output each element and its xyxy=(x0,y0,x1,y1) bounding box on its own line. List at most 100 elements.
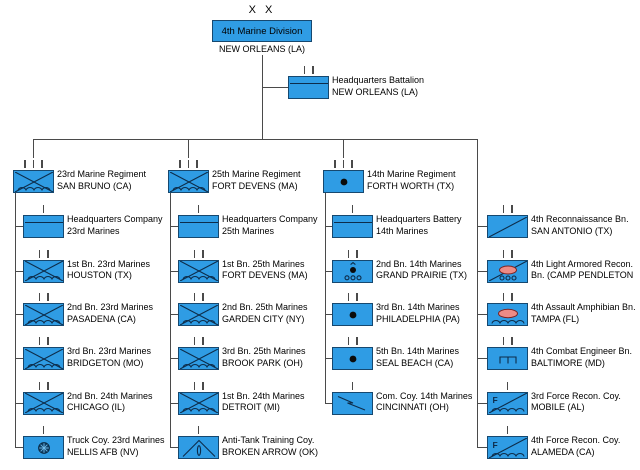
unit-label: 4th Combat Engineer Bn.BALTIMORE (MD) xyxy=(531,346,632,369)
unit-label: 3rd Force Recon. Coy.MOBILE (AL) xyxy=(531,391,621,414)
connector-line xyxy=(477,226,487,227)
unit-name: 3rd Bn. 23rd Marines xyxy=(67,346,152,356)
unit-name: 4th Assault Amphibian Bn. xyxy=(531,302,636,312)
echelon-tick xyxy=(196,160,198,168)
unit-name: Headquarters Company xyxy=(67,214,163,224)
echelon-marks-I xyxy=(487,381,528,390)
unit-symbol-box xyxy=(13,170,54,193)
unit-location: SAN BRUNO (CA) xyxy=(57,180,132,191)
echelon-tick xyxy=(502,205,504,213)
echelon-tick xyxy=(351,160,353,168)
echelon-marks-II xyxy=(178,249,219,258)
unit-location: TAMPA (FL) xyxy=(531,313,580,324)
connector-line xyxy=(15,358,23,359)
connector-line xyxy=(15,402,23,404)
unit-symbol-box xyxy=(487,303,528,326)
unit-name: 4th Force Recon. Coy. xyxy=(531,435,621,445)
unit-location: SEAL BEACH (CA) xyxy=(376,357,454,368)
unit-symbol-box xyxy=(323,170,364,193)
unit-name: 4th Combat Engineer Bn. xyxy=(531,346,633,356)
unit-location: 25th Marines xyxy=(222,225,275,236)
echelon-marks-III xyxy=(13,160,54,168)
connector-line xyxy=(15,314,23,315)
connector-line xyxy=(262,55,263,139)
unit-location: HOUSTON (TX) xyxy=(67,270,132,280)
echelon-marks-II xyxy=(23,381,64,390)
unit-location: CINCINNATI (OH) xyxy=(376,402,449,412)
unit-symbol-box xyxy=(168,170,209,193)
echelon-tick xyxy=(47,249,49,258)
unit-location: BROKEN ARROW (OK) xyxy=(222,446,319,457)
echelon-marks-II xyxy=(178,293,219,301)
unit-symbol-box xyxy=(487,259,528,283)
connector-line xyxy=(477,139,478,448)
unit-location: DETROIT (MI) xyxy=(222,402,280,412)
signal-icon xyxy=(337,395,365,411)
infantry-icon xyxy=(24,348,63,369)
engineer-icon xyxy=(498,355,517,363)
echelon-tick xyxy=(202,293,204,301)
unit-symbol-box xyxy=(23,303,64,326)
echelon-marks-I xyxy=(487,426,528,434)
echelon-marks-II xyxy=(332,249,373,258)
force-recon-icon: F xyxy=(488,393,527,413)
echelon-marks-I xyxy=(23,426,64,434)
unit-symbol-box xyxy=(23,215,64,238)
unit-symbol-box xyxy=(288,76,329,99)
unit-location: Bn. (CAMP PENDLETON xyxy=(531,270,634,280)
unit-symbol-box xyxy=(23,259,64,283)
unit-location: 14th Marines xyxy=(376,225,429,236)
echelon-tick xyxy=(511,337,513,345)
unit-symbol-box xyxy=(178,303,219,326)
amphib-icon xyxy=(490,308,525,324)
unit-location: ALAMEDA (CA) xyxy=(531,446,595,457)
unit-name: Headquarters Battalion xyxy=(332,75,425,85)
unit-name: 2nd Bn. 24th Marines xyxy=(67,390,153,401)
unit-location: NELLIS AFB (NV) xyxy=(67,446,139,457)
artillery-icon xyxy=(349,355,356,362)
unit-name: 1st Bn. 25th Marines xyxy=(222,258,305,269)
infantry-icon xyxy=(179,304,218,325)
unit-location: FORTH WORTH (TX) xyxy=(367,180,455,191)
connector-line xyxy=(477,314,487,315)
division-name: 4th Marine Division xyxy=(221,25,303,37)
echelon-tick xyxy=(202,381,204,390)
echelon-marks-II xyxy=(23,249,64,258)
echelon-tick xyxy=(202,249,204,258)
infantry-icon xyxy=(179,393,218,413)
hq-icon xyxy=(179,221,218,223)
unit-label: 4th Force Recon. Coy.ALAMEDA (CA) xyxy=(531,435,620,458)
unit-name: 14th Marine Regiment xyxy=(367,169,456,179)
unit-location: GARDEN CITY (NY) xyxy=(222,313,305,324)
division-location: NEW ORLEANS (LA) xyxy=(218,44,305,54)
connector-line xyxy=(262,87,289,88)
echelon-tick xyxy=(342,160,345,168)
unit-name: Anti-Tank Training Coy. xyxy=(222,435,315,445)
echelon-marks-II xyxy=(288,66,329,74)
unit-label: 4th Assault Amphibian Bn.TAMPA (FL) xyxy=(531,302,636,325)
echelon-tick xyxy=(511,293,513,301)
echelon-tick xyxy=(193,249,195,258)
echelon-tick xyxy=(38,337,40,345)
echelon-tick xyxy=(179,160,181,168)
unit-symbol-box xyxy=(23,436,64,459)
echelon-tick xyxy=(202,337,204,345)
echelon-tick xyxy=(506,426,509,434)
unit-name: Headquarters Company xyxy=(222,214,318,224)
division-echelon-marks: X X xyxy=(248,4,276,16)
echelon-marks-I xyxy=(178,205,219,213)
echelon-tick xyxy=(347,337,349,345)
connector-line xyxy=(15,226,23,227)
unit-location: CHICAGO (IL) xyxy=(67,402,126,412)
echelon-tick xyxy=(42,426,45,434)
unit-name: 3rd Bn. 25th Marines xyxy=(222,346,306,356)
connector-line xyxy=(170,226,178,227)
recon-icon xyxy=(488,216,527,237)
